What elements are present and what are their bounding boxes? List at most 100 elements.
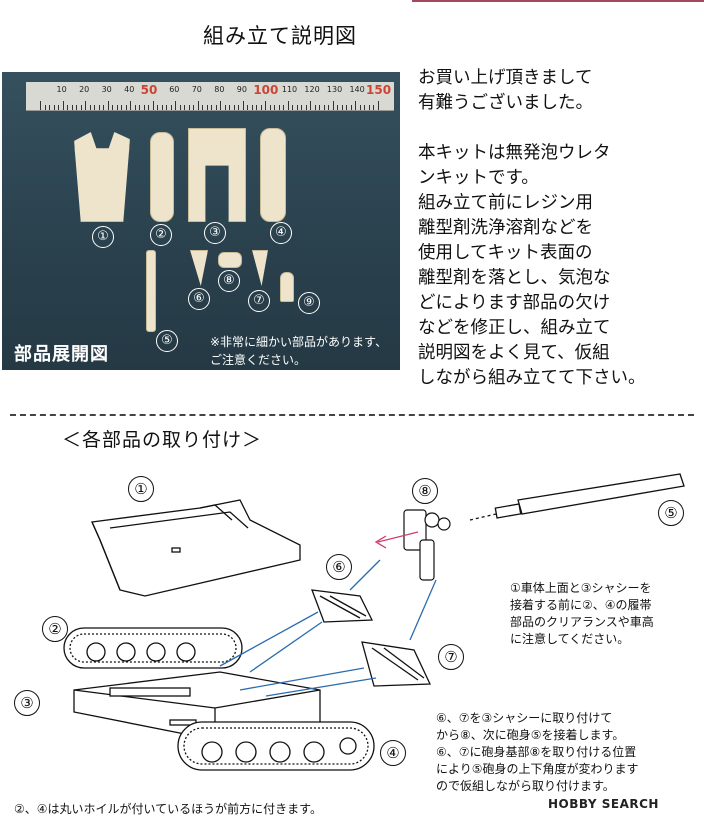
ruler-tick: [224, 105, 226, 110]
ruler-tick: [125, 105, 127, 110]
gun-mount-note: ⑥、⑦を③シャシーに取り付けて から⑧、次に砲身⑤を接着します。 ⑥、⑦に砲身基…: [436, 711, 639, 793]
part-8-photo: [218, 252, 242, 268]
assembly-label-2: ②: [42, 616, 68, 642]
upper-hull-drawing: [91, 499, 301, 597]
ruler-tick: [89, 105, 91, 110]
ruler-tick: [274, 105, 276, 110]
ruler-tick: [350, 105, 352, 110]
part-number-5: ⑤: [156, 330, 178, 352]
assembly-label-7: ⑦: [438, 644, 464, 670]
ruler-tick: [378, 101, 379, 110]
ruler-label: 60: [169, 85, 180, 94]
part-number-2: ②: [150, 224, 172, 246]
part-2-photo: [150, 132, 174, 222]
watermark-logo: HOBBY SEARCH: [548, 797, 659, 811]
assembly-label-1: ①: [128, 476, 154, 502]
ruler-tick: [148, 105, 150, 110]
ruler-tick: [197, 101, 199, 110]
parts-photo: [2, 72, 400, 370]
part-number-3: ③: [204, 222, 226, 244]
ruler-tick: [278, 105, 280, 110]
ruler-tick: [260, 105, 262, 110]
ruler-label: 120: [304, 85, 320, 94]
part-number-9: ⑨: [298, 292, 320, 314]
gun-base-drawing: [403, 509, 451, 581]
ruler-tick: [166, 105, 168, 110]
ruler-tick: [161, 105, 163, 110]
ruler-tick: [310, 101, 312, 110]
ruler-tick: [188, 105, 190, 110]
assembly-label-6: ⑥: [326, 554, 352, 580]
ruler-tick: [85, 101, 87, 110]
section-divider: [10, 414, 694, 416]
small-parts-warning: ※非常に細かい部品があります、ご注意ください。: [210, 335, 388, 367]
ruler-tick: [179, 105, 181, 110]
ruler-label: 10: [56, 85, 67, 94]
ruler-label: 100: [253, 83, 279, 97]
ruler-tick: [233, 105, 235, 110]
ruler-label: 40: [124, 85, 135, 94]
ruler-tick: [53, 105, 55, 110]
ruler-tick: [251, 105, 253, 110]
ruler-label: 50: [140, 83, 158, 97]
ruler-tick: [247, 105, 249, 110]
assembly-label-8: ⑧: [412, 478, 438, 504]
part-number-4: ④: [270, 222, 292, 244]
ruler-tick: [238, 105, 240, 110]
ruler-tick: [368, 105, 370, 110]
ruler-tick: [341, 105, 343, 110]
ruler-tick: [305, 105, 307, 110]
ruler-tick: [296, 105, 298, 110]
assembly-title: ＜各部品の取り付け＞: [62, 429, 263, 451]
ruler-tick: [269, 105, 271, 110]
ruler-tick: [202, 105, 204, 110]
mount-7-drawing: [361, 641, 432, 687]
barrel-drawing: [469, 473, 685, 521]
ruler-tick: [67, 105, 69, 110]
part-number-7: ⑦: [248, 290, 270, 312]
ruler-tick: [107, 101, 109, 110]
page-title: 組み立て説明図: [203, 24, 357, 48]
ruler-tick: [193, 105, 195, 110]
part-number-8: ⑧: [218, 270, 240, 292]
ruler-tick: [332, 101, 334, 110]
mount-6-drawing: [311, 589, 374, 623]
ruler-tick: [71, 105, 73, 110]
ruler-label: 90: [236, 85, 247, 94]
ruler-tick: [346, 105, 348, 110]
ruler-label: 110: [281, 85, 298, 94]
ruler-tick: [359, 105, 361, 110]
track-right-drawing: [177, 721, 375, 771]
ruler-tick: [314, 105, 316, 110]
ruler-tick: [364, 105, 366, 110]
ruler-tick: [301, 105, 303, 110]
ruler-tick: [58, 105, 60, 110]
ruler-tick: [157, 105, 159, 110]
ruler-tick: [328, 105, 330, 110]
ruler-tick: [80, 105, 82, 110]
ruler-tick: [242, 101, 244, 110]
ruler-label: 80: [214, 85, 225, 94]
part-4-photo: [260, 128, 286, 222]
track-left-drawing: [63, 627, 243, 669]
part-5-photo: [146, 250, 156, 332]
parts-layout-label: 部品展開図: [14, 344, 109, 365]
ruler-label: 70: [191, 85, 202, 94]
intro-text: お買い上げ頂きまして 有難うございました。 本キットは無発泡ウレタ ンキットです…: [418, 68, 646, 388]
ruler-tick: [134, 105, 136, 110]
ruler-tick: [287, 101, 289, 110]
ruler-tick: [121, 105, 123, 110]
track-direction-note: ②、④は丸いホイルが付いているほうが前方に付きます。: [14, 802, 322, 816]
ruler-tick: [143, 105, 145, 110]
assembly-label-5: ⑤: [658, 500, 684, 526]
ruler-tick: [112, 105, 114, 110]
ruler-label: 30: [101, 85, 112, 94]
ruler-tick: [98, 105, 100, 110]
ruler-tick: [256, 105, 258, 110]
ruler-label: 130: [326, 85, 343, 94]
ruler-tick: [76, 105, 78, 110]
ruler-tick: [229, 105, 231, 110]
ruler-tick: [170, 105, 172, 110]
ruler-tick: [220, 101, 222, 110]
